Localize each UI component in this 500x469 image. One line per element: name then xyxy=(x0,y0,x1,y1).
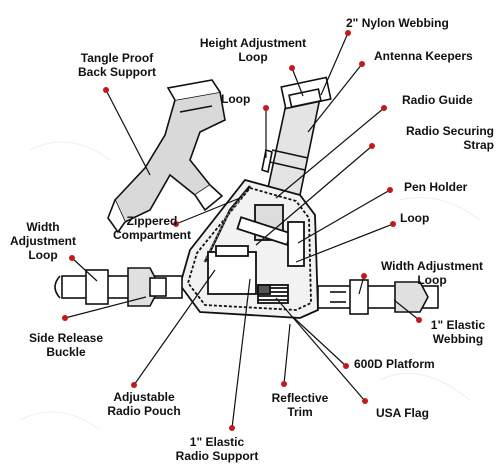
label-tangle-proof-back-support: Tangle Proof Back Support xyxy=(50,51,184,79)
callout-dot-width-adjustment-right xyxy=(361,273,367,279)
label-zippered-compartment: Zippered Compartment xyxy=(104,214,200,242)
label-side-release-buckle: Side Release Buckle xyxy=(16,331,116,359)
label-pen-holder-line-1: Pen Holder xyxy=(404,180,468,194)
callout-dot-zippered-compartment xyxy=(173,221,179,227)
callout-dots xyxy=(62,30,422,431)
label-reflective-trim: Reflective Trim xyxy=(252,391,348,419)
callout-dot-width-adjustment-left xyxy=(69,255,75,261)
label-radio-securing-strap-line-2: Strap xyxy=(463,138,494,152)
label-width-adjustment-loop-right: Width Adjustment Loop xyxy=(368,259,496,287)
callout-dot-reflective-trim xyxy=(281,381,287,387)
label-elastic-webbing-line-2: Webbing xyxy=(432,332,484,346)
leader-line-width-adjustment-right xyxy=(358,275,365,295)
label-600d-platform-line-1: 600D Platform xyxy=(354,357,435,371)
label-usa-flag-line-1: USA Flag xyxy=(376,406,429,420)
label-adjustable-radio-pouch-line-1: Adjustable xyxy=(113,390,175,404)
callout-dot-side-release-buckle xyxy=(62,315,68,321)
label-zippered-compartment-line-2: Compartment xyxy=(112,228,191,242)
label-width-adjustment-loop-left-line-3: Loop xyxy=(28,248,58,262)
callout-dot-adjustable-radio-pouch xyxy=(131,382,137,388)
label-elastic-radio-support: 1" Elastic Radio Support xyxy=(160,435,274,463)
callout-dot-back-support xyxy=(103,87,109,93)
label-pen-holder: Pen Holder xyxy=(404,180,467,194)
label-zippered-compartment-line-1: Zippered xyxy=(126,214,178,228)
label-reflective-trim-line-2: Trim xyxy=(287,405,313,419)
leader-line-height-adjustment xyxy=(291,67,304,97)
leader-line-reflective-trim xyxy=(283,323,291,385)
leader-line-width-adjustment-left xyxy=(71,257,98,282)
usa-flag-illustration xyxy=(257,284,289,304)
callout-dot-radio-securing-strap xyxy=(369,143,375,149)
leader-line-side-release-buckle xyxy=(64,296,147,319)
callout-dot-nylon-webbing xyxy=(345,30,351,36)
label-height-adjustment-loop-line-2: Loop xyxy=(238,50,268,64)
label-antenna-keepers-line-1: Antenna Keepers xyxy=(374,49,473,63)
label-elastic-radio-support-line-2: Radio Support xyxy=(175,449,259,463)
label-tangle-proof-back-support-line-1: Tangle Proof xyxy=(80,51,154,65)
leader-line-nylon-webbing xyxy=(320,32,349,96)
label-600d-platform: 600D Platform xyxy=(354,357,435,371)
label-radio-guide-line-1: Radio Guide xyxy=(402,93,473,107)
left-waist-strap-illustration xyxy=(54,267,183,307)
leader-line-back-support xyxy=(105,89,151,176)
callout-dot-loop-top xyxy=(263,105,269,111)
callout-dot-600d-platform xyxy=(343,363,349,369)
callout-dot-radio-guide xyxy=(381,105,387,111)
leader-line-pen-holder xyxy=(297,189,391,244)
label-elastic-webbing: 1" Elastic Webbing xyxy=(418,318,498,346)
leader-line-adjustable-radio-pouch xyxy=(133,269,216,386)
label-loop-right: Loop xyxy=(400,211,429,225)
right-waist-strap-illustration xyxy=(317,279,439,315)
leader-line-zippered-compartment xyxy=(175,197,241,225)
leader-line-radio-securing-strap xyxy=(255,145,373,246)
leader-line-usa-flag xyxy=(275,297,366,402)
label-loop-top: Loop xyxy=(221,92,250,106)
label-usa-flag: USA Flag xyxy=(376,406,429,420)
label-width-adjustment-loop-right-line-2: Loop xyxy=(417,273,447,287)
leader-line-600d-platform xyxy=(292,316,347,367)
shoulder-strap-illustration xyxy=(261,76,332,196)
label-height-adjustment-loop: Height Adjustment Loop xyxy=(188,36,318,64)
label-width-adjustment-loop-left-line-2: Adjustment xyxy=(10,234,76,248)
label-radio-securing-strap-line-1: Radio Securing xyxy=(405,124,494,138)
background-texture xyxy=(19,141,481,431)
callout-dot-elastic-webbing xyxy=(416,317,422,323)
label-tangle-proof-back-support-line-2: Back Support xyxy=(77,65,156,79)
label-height-adjustment-loop-line-1: Height Adjustment xyxy=(199,36,307,50)
leader-line-loop-right xyxy=(295,223,394,263)
label-antenna-keepers: Antenna Keepers xyxy=(374,49,473,63)
back-support-illustration xyxy=(107,79,226,234)
leader-line-elastic-webbing xyxy=(393,299,420,321)
label-loop-top-line-1: Loop xyxy=(221,92,251,106)
label-adjustable-radio-pouch: Adjustable Radio Pouch xyxy=(86,390,202,418)
leader-line-antenna-keepers xyxy=(307,63,363,133)
leader-lines xyxy=(64,32,420,429)
label-nylon-webbing: 2" Nylon Webbing xyxy=(346,16,449,30)
label-side-release-buckle-line-1: Side Release xyxy=(28,331,104,345)
label-side-release-buckle-line-2: Buckle xyxy=(46,345,86,359)
label-nylon-webbing-line-1: 2" Nylon Webbing xyxy=(346,16,449,30)
leader-line-radio-guide xyxy=(275,107,385,199)
label-reflective-trim-line-1: Reflective xyxy=(271,391,329,405)
label-loop-right-line-1: Loop xyxy=(400,211,430,225)
label-elastic-webbing-line-1: 1" Elastic xyxy=(430,318,486,332)
platform-illustration xyxy=(179,178,319,319)
callout-dot-elastic-radio-support xyxy=(229,425,235,431)
label-width-adjustment-loop-left-line-1: Width xyxy=(26,220,60,234)
label-radio-securing-strap: Radio Securing Strap xyxy=(380,124,494,152)
label-adjustable-radio-pouch-line-2: Radio Pouch xyxy=(107,404,181,418)
label-elastic-radio-support-line-1: 1" Elastic xyxy=(189,435,245,449)
label-width-adjustment-loop-left: Width Adjustment Loop xyxy=(2,220,84,262)
callout-dot-height-adjustment xyxy=(289,65,295,71)
callout-dot-loop-right xyxy=(390,221,396,227)
leader-line-elastic-radio-support xyxy=(231,278,251,429)
callout-dot-pen-holder xyxy=(387,187,393,193)
label-width-adjustment-loop-right-line-1: Width Adjustment xyxy=(380,259,484,273)
callout-dot-usa-flag xyxy=(362,398,368,404)
label-radio-guide: Radio Guide xyxy=(402,93,473,107)
callout-dot-antenna-keepers xyxy=(359,61,365,67)
